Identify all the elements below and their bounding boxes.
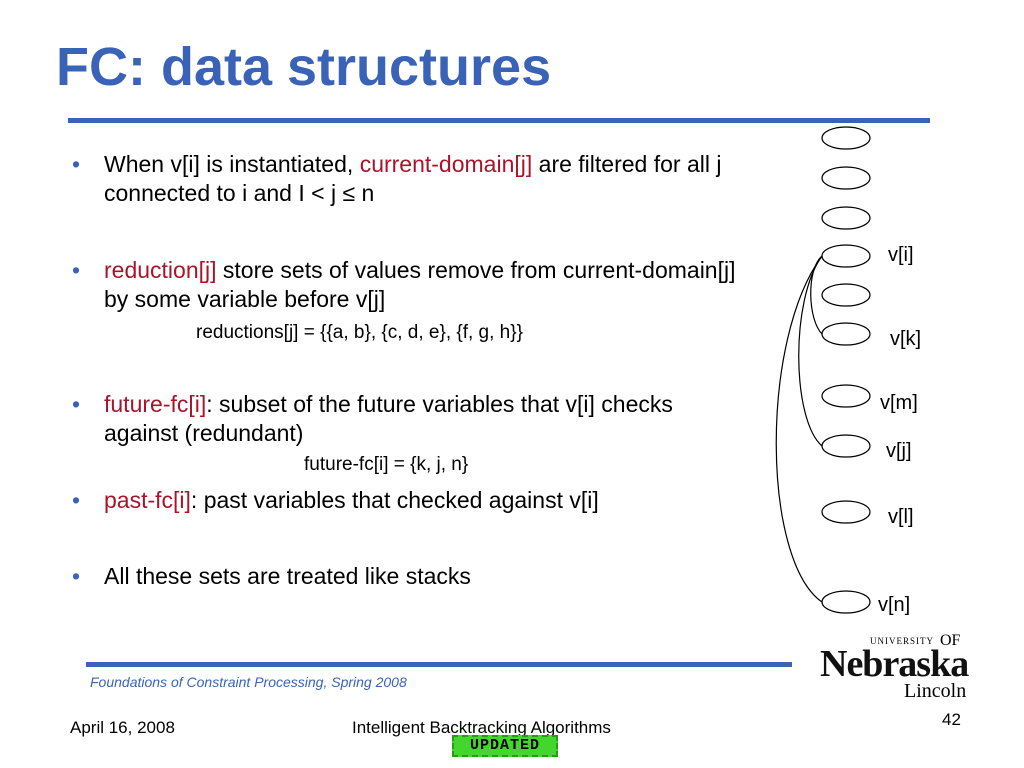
logo-of: OF — [940, 632, 961, 649]
variable-node — [821, 166, 871, 190]
edge-i-n — [775, 255, 823, 603]
bullet-term: current-domain[j] — [359, 151, 533, 177]
edge-i-j — [798, 255, 823, 447]
bullet-text-part: When v[i] is instantiated, — [104, 151, 360, 177]
bullet-term: future-fc[i] — [104, 391, 207, 417]
bullet-text-part: : subset of the future variables that v[… — [104, 391, 673, 446]
slide-title: FC: data structures — [56, 37, 552, 97]
title-underline — [68, 118, 930, 123]
variable-node — [821, 206, 871, 230]
variable-node — [821, 126, 871, 150]
bullet-text: All these sets are treated like stacks — [104, 562, 744, 591]
updated-badge: UPDATED — [452, 735, 558, 757]
bullet-dot: • — [72, 487, 81, 513]
footer-rule — [86, 662, 792, 667]
variable-node-i — [821, 244, 871, 268]
bullet-text-part: All these sets are treated like stacks — [104, 563, 471, 589]
variable-node-k — [821, 322, 871, 346]
label-v-j: v[j] — [886, 440, 912, 462]
variable-node — [821, 283, 871, 307]
bullet-text: When v[i] is instantiated, current-domai… — [104, 150, 744, 208]
bullet-term: reduction[j] — [104, 257, 217, 283]
logo-campus: Lincoln — [904, 680, 967, 702]
variable-node-j — [821, 434, 871, 458]
future-fc-example: future-fc[i] = {k, j, n} — [304, 454, 469, 475]
bullet-text: past-fc[i]: past variables that checked … — [104, 486, 744, 515]
bullet-text-part: are filtered for all j connected to i an… — [104, 151, 722, 206]
bullet-dot: • — [72, 391, 81, 417]
label-v-k: v[k] — [890, 328, 922, 350]
university-logo: UNIVERSITY OF Nebraska Lincoln — [818, 632, 969, 702]
bullet-dot: • — [72, 257, 81, 283]
variable-node-n — [821, 590, 871, 614]
variable-node-l — [821, 500, 871, 524]
bullet-text: reduction[j] store sets of values remove… — [104, 256, 744, 314]
label-v-i: v[i] — [888, 244, 914, 266]
bullet-dot: • — [72, 563, 81, 589]
label-v-n: v[n] — [878, 594, 911, 616]
bullet-text-part: store sets of values remove from current… — [104, 257, 736, 312]
bullet-dot: • — [72, 151, 81, 177]
reductions-example: reductions[j] = {{a, b}, {c, d, e}, {f, … — [196, 322, 523, 343]
footer-talk-title: Intelligent Backtracking Algorithms — [352, 718, 611, 737]
bullet-text-part: : past variables that checked against v[… — [190, 487, 599, 513]
footer-course: Foundations of Constraint Processing, Sp… — [90, 674, 407, 690]
slide-number: 42 — [942, 710, 961, 729]
logo-university: UNIVERSITY — [870, 636, 934, 646]
bullet-text: future-fc[i]: subset of the future varia… — [104, 390, 744, 448]
bullet-term: past-fc[i] — [104, 487, 191, 513]
label-v-m: v[m] — [880, 392, 918, 414]
edge-i-k — [810, 255, 823, 335]
label-v-l: v[l] — [888, 506, 914, 528]
footer-date: April 16, 2008 — [70, 718, 175, 737]
variable-node-m — [821, 384, 871, 408]
logo-name: Nebraska — [820, 643, 969, 685]
